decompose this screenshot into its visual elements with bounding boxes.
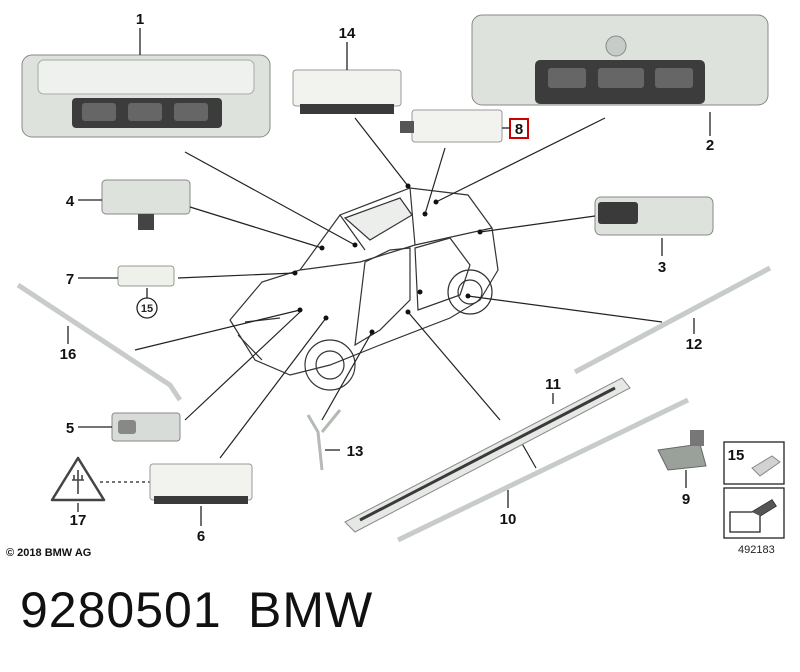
part-16-ambient-light-strip[interactable]: [16, 282, 183, 402]
part-11-door-sill-light-strip[interactable]: [344, 377, 631, 533]
part-3-reading-light[interactable]: [594, 196, 714, 236]
part-5-door-light[interactable]: [111, 412, 181, 442]
part-2-roof-console[interactable]: [471, 14, 769, 106]
callout-7: 7: [66, 271, 74, 288]
part-13-light-guide[interactable]: [306, 409, 342, 471]
part-17-warning-triangle-icon: [50, 456, 106, 502]
brand-name: BMW: [248, 582, 374, 638]
leader-dots: [292, 183, 483, 335]
part-7-footwell-light[interactable]: [117, 265, 175, 287]
callout-6: 6: [197, 528, 205, 545]
part-number: 9280501: [20, 582, 222, 638]
callout-17: 17: [70, 512, 87, 529]
callout-15-circled: 15: [141, 303, 153, 315]
callout-3: 3: [658, 259, 666, 276]
part-6-interior-light-unit[interactable]: [149, 463, 253, 504]
drawing-number: 492183: [738, 544, 775, 556]
callout-8: 8: [515, 121, 523, 138]
part-10-light-strip[interactable]: [396, 397, 690, 543]
part-8-interior-light[interactable]: [400, 109, 503, 143]
callout-14: 14: [339, 25, 356, 42]
callout-15-circle: [136, 297, 158, 319]
part-4-vanity-light[interactable]: [101, 179, 191, 230]
callout-9: 9: [682, 491, 690, 508]
part-15-bulb-box[interactable]: [723, 441, 785, 485]
callout-1: 1: [136, 11, 144, 28]
callout-11: 11: [545, 376, 561, 393]
callout-16: 16: [60, 346, 77, 363]
callout-2: 2: [706, 137, 714, 154]
callout-4: 4: [66, 193, 75, 210]
callout-12: 12: [686, 336, 703, 353]
callout-13: 13: [347, 443, 364, 460]
callout-15: 15: [728, 447, 745, 464]
orientation-arrow-icon: [723, 487, 785, 539]
callout-10: 10: [500, 511, 517, 528]
part-9-connector[interactable]: [657, 430, 707, 471]
part-1-front-interior-light[interactable]: [21, 54, 271, 138]
part-12-ambient-light-strip[interactable]: [573, 265, 772, 375]
part-14-luggage-light[interactable]: [292, 69, 402, 114]
parts-diagram: 1 2 14 8 3 4 7 15: [6, 11, 785, 559]
car-outline: [229, 187, 499, 391]
leader-lines: [134, 117, 663, 469]
callout-5: 5: [66, 420, 74, 437]
copyright-text: © 2018 BMW AG: [6, 547, 91, 559]
